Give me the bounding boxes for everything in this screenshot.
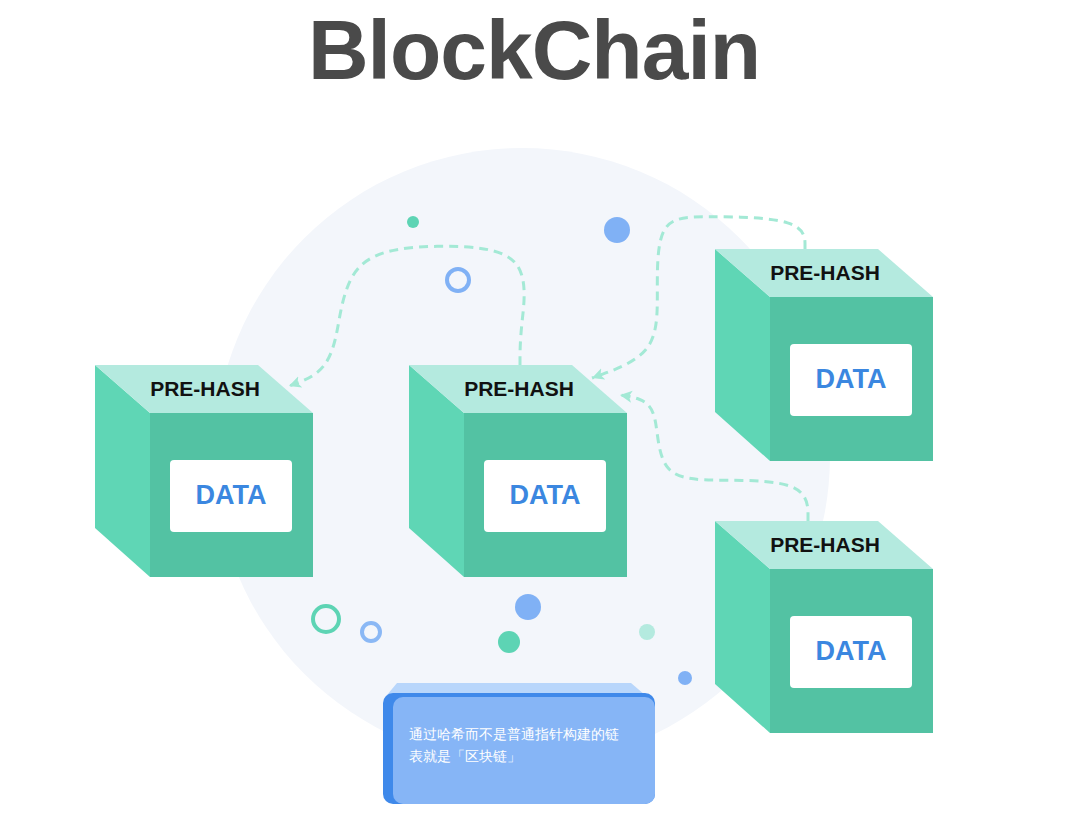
data-label: DATA bbox=[816, 637, 887, 667]
decor-dot bbox=[678, 671, 692, 685]
note-edge bbox=[383, 693, 655, 804]
data-box: DATA bbox=[790, 616, 912, 688]
cube-top bbox=[409, 365, 627, 413]
decor-dot bbox=[515, 594, 541, 620]
note-shape bbox=[383, 683, 655, 804]
decor-ring bbox=[362, 623, 380, 641]
pre-hash-label: PRE-HASH bbox=[150, 377, 260, 400]
cube-front bbox=[770, 297, 933, 461]
data-label: DATA bbox=[816, 365, 887, 395]
diagram-title: BlockChain bbox=[0, 2, 1068, 99]
note-face bbox=[393, 697, 655, 804]
data-box: DATA bbox=[790, 344, 912, 416]
decor-ring bbox=[313, 606, 339, 632]
cube-top bbox=[715, 521, 933, 569]
decor-dot bbox=[639, 624, 655, 640]
cube-top bbox=[715, 249, 933, 297]
decor-dot bbox=[498, 631, 520, 653]
block-node: PRE-HASH DATA bbox=[409, 365, 627, 577]
pre-hash-label: PRE-HASH bbox=[464, 377, 574, 400]
pre-hash-label: PRE-HASH bbox=[770, 533, 880, 556]
decor-dot bbox=[604, 217, 630, 243]
data-label: DATA bbox=[196, 481, 267, 511]
data-box: DATA bbox=[170, 460, 292, 532]
cube-top bbox=[95, 365, 313, 413]
cube-front bbox=[770, 569, 933, 733]
decor-dot bbox=[407, 216, 419, 228]
note-text: 通过哈希而不是普通指针构建的链表就是「区块链」 bbox=[409, 723, 627, 768]
block-node: PRE-HASH DATA bbox=[715, 521, 933, 733]
cube-front bbox=[150, 413, 313, 577]
data-box: DATA bbox=[484, 460, 606, 532]
note-box: 通过哈希而不是普通指针构建的链表就是「区块链」 bbox=[383, 683, 655, 804]
decor-ring bbox=[447, 269, 469, 291]
data-label: DATA bbox=[510, 481, 581, 511]
pre-hash-label: PRE-HASH bbox=[770, 261, 880, 284]
cube-front bbox=[464, 413, 627, 577]
block-node: PRE-HASH DATA bbox=[95, 365, 313, 577]
block-node: PRE-HASH DATA bbox=[715, 249, 933, 461]
